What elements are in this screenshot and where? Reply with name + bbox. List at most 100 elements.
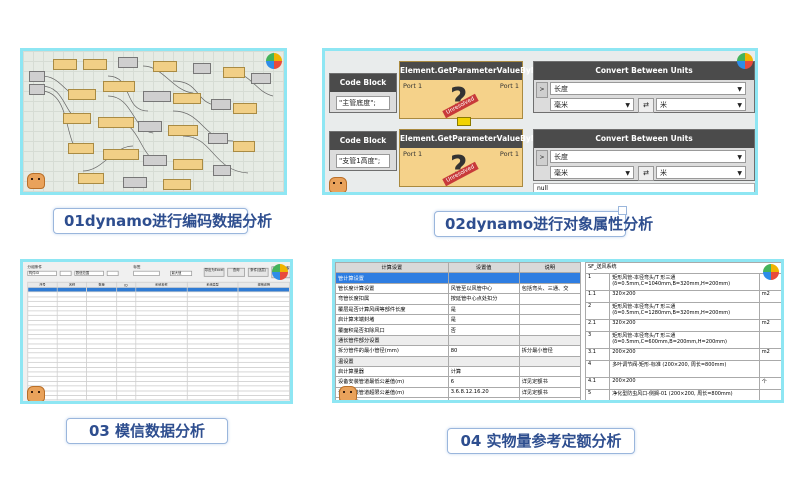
swap-units-icon[interactable]: ⇄ [638,98,654,113]
caption-1: 01dynamo进行编码数据分析 [53,208,272,234]
table-cell [518,365,581,378]
table-row[interactable] [27,319,290,326]
unit-type-value: 长度 [554,85,568,93]
mascot-icon [329,177,347,192]
table-cell: 200×200 [609,348,760,361]
to-unit-value: 米 [660,101,667,109]
model-data-panel: 分组条件 构件ID 数值范围 标签 最大值 导出为Excel 查询 条件(逐层)… [20,259,293,404]
system-title: SF_送风系统 [585,262,781,274]
table-cell: 启计算量器 [335,365,449,378]
range-field-2[interactable] [106,270,119,276]
table-cell [518,303,581,315]
table-cell: 矩形风管-本径弯头/T 形三通 (δ=0.5mm,C=1040mm,B=320m… [609,273,760,291]
mascot-icon [27,386,45,401]
from-unit-dropdown[interactable]: 毫米▼ [550,166,634,179]
get-parameter-node-2[interactable]: Element.GetParameterValueByName Port 1 P… [399,129,555,187]
code-block-value[interactable]: "主管底度"; [336,96,390,110]
quota-panel: 计算设置 设置值 说明 管计算设置管长度计算设置风管至以风管中心包括弯头、三通、… [332,259,784,403]
table-cell: m2 [758,290,781,303]
code-block-node-2[interactable]: Code Block "支管1高度"; [329,131,397,171]
filter-field-2[interactable] [59,270,72,276]
table-row[interactable]: 弯管长度扣属按延管中心点处扣分 [335,293,581,305]
mascot-icon [339,386,357,400]
table-row[interactable]: 管长度计算设置风管至以风管中心包括弯头、三通、交 [335,282,581,295]
table-cell [447,397,520,400]
table-row[interactable] [27,333,290,340]
table-cell: 包括弯头、三通、交 [518,282,581,295]
get-parameter-node-1[interactable]: Element.GetParameterValueByName Port 1 P… [399,61,555,119]
export-excel-button[interactable]: 导出为Excel [203,267,225,277]
query-button[interactable]: 查询 [227,267,245,277]
port-out[interactable]: Port 1 [499,150,519,158]
convert-units-title: Convert Between Units [534,130,754,148]
table-cell [27,286,58,293]
table-cell: 计算 [447,365,520,378]
table-cell: 温设置 [335,355,449,367]
code-block-value[interactable]: "支管1高度"; [336,154,390,168]
to-unit-dropdown[interactable]: 米▼ [656,166,746,179]
caption-2-text: 02dynamo进行对象属性分析 [445,215,654,233]
table-row[interactable]: 温设置 [335,355,581,367]
table-row[interactable] [27,362,290,368]
table-cell [135,394,188,401]
table-row[interactable] [27,286,290,293]
column-header[interactable]: 规格说明 [237,281,290,288]
port-in[interactable]: Port 1 [403,82,423,90]
unit-type-dropdown[interactable]: 长度▼ [550,150,746,163]
table-cell: 5 [585,389,611,400]
column-header[interactable]: 序号 [27,281,58,288]
table-row[interactable] [27,352,290,359]
table-cell [237,286,290,293]
table-row[interactable] [27,296,290,302]
port-out[interactable]: Port 1 [499,82,519,90]
table-row[interactable]: 启计算量器计算 [335,365,581,378]
condition-button[interactable]: 条件(逐层) [247,267,269,277]
table-row[interactable]: 启计算末端封堵是 [335,313,581,326]
input-arrow-icon[interactable]: > [536,82,548,98]
table-row[interactable]: 覆层是否计算风阀等部件长度是 [335,303,581,315]
table-cell [518,397,581,400]
table-row[interactable]: 管计算设置 [335,272,581,284]
input-arrow-icon[interactable]: > [536,150,548,166]
from-unit-dropdown[interactable]: 毫米▼ [550,98,634,111]
chevron-down-icon: ▼ [737,170,742,177]
code-block-node-1[interactable]: Code Block "主管底度"; [329,73,397,113]
table-row[interactable] [27,291,290,298]
table-row[interactable]: 通长管件部分设置 [335,334,581,347]
to-unit-dropdown[interactable]: 米▼ [656,98,746,111]
max-field[interactable]: 最大值 [170,270,193,276]
table-row[interactable] [27,394,290,401]
swap-units-icon[interactable]: ⇄ [638,166,654,181]
unit-type-dropdown[interactable]: 长度▼ [550,82,746,95]
table-row[interactable] [27,366,290,373]
table-cell: 覆面积是否扣除风口 [335,324,449,336]
caption-2-corner [618,206,627,215]
table-row[interactable] [27,376,290,382]
table-row[interactable] [27,329,290,335]
table-cell: 风管至以风管中心 [447,282,520,295]
convert-units-node-1[interactable]: Convert Between Units > 长度▼ 毫米▼ ⇄ 米▼ [533,61,755,113]
code-block-title: Code Block [330,74,396,92]
model-data-window: 分组条件 构件ID 数值范围 标签 最大值 导出为Excel 查询 条件(逐层)… [23,262,290,401]
convert-units-node-2[interactable]: Convert Between Units > 长度▼ 毫米▼ ⇄ 米▼ [533,129,755,181]
code-block-title: Code Block [330,132,396,150]
table-cell: 1.1 [585,290,611,303]
table-cell [27,329,58,335]
port-in[interactable]: Port 1 [403,150,423,158]
range-field[interactable]: 数值范围 [74,270,104,276]
filter-field[interactable]: 构件ID [27,270,57,276]
table-row[interactable] [27,380,290,387]
table-row[interactable]: 覆面积是否扣除风口否 [335,324,581,336]
tag-field[interactable] [133,270,160,276]
table-row[interactable] [27,348,290,354]
table-cell: 详见定额书 [518,386,581,399]
table-cell: 管计算设置 [335,272,449,284]
table-row[interactable]: 超高设置(m)... [335,397,581,400]
table-row[interactable] [27,301,290,307]
